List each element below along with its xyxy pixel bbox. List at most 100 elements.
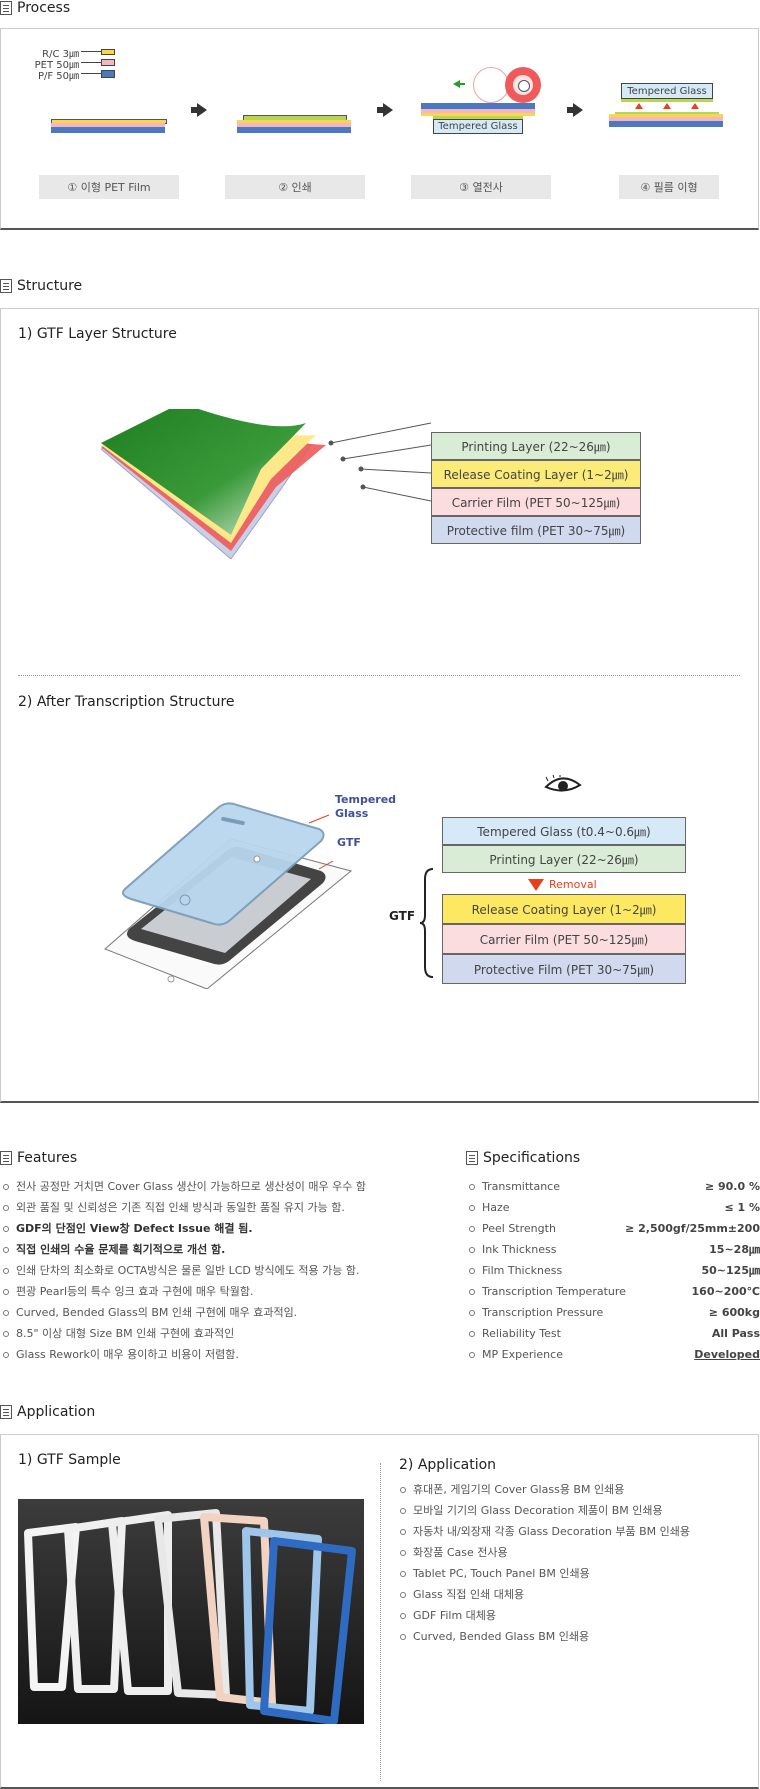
- spec-label: Transcription Pressure: [482, 1306, 604, 1319]
- process-panel: R/C 3㎛ PET 50㎛ P/F 50㎛ Tempered Glass: [0, 28, 759, 230]
- step-label: ③ 열전사: [411, 175, 551, 199]
- step-label: ① 이형 PET Film: [39, 175, 179, 199]
- arrow-icon: [191, 103, 207, 117]
- spec-item: Transcription Pressure ≥ 600kg: [466, 1302, 760, 1323]
- features-section-title: Features: [0, 1150, 77, 1166]
- document-icon: [0, 279, 12, 293]
- tempered-glass-callout: Tempered Glass: [335, 793, 397, 820]
- layer-protective: Protective film (PET 30~75㎛): [431, 516, 641, 544]
- up-arrow-icon: [691, 103, 699, 109]
- specifications-section-title: Specifications: [466, 1150, 580, 1166]
- features-list: 전사 공정만 거치면 Cover Glass 생산이 가능하므로 생산성이 매우…: [0, 1176, 450, 1365]
- application-panel: 1) GTF Sample 2) Application 휴대폰, 게임기의 C…: [0, 1434, 759, 1789]
- spec-label: Transmittance: [482, 1180, 560, 1193]
- gtf-sample-title: 1) GTF Sample: [18, 1452, 121, 1468]
- divider: [18, 675, 740, 676]
- spec-label: Ink Thickness: [482, 1243, 557, 1256]
- tempered-glass-box: Tempered Glass: [433, 119, 523, 134]
- spec-label: Film Thickness: [482, 1264, 563, 1277]
- application-item: 휴대폰, 게임기의 Cover Glass용 BM 인쇄용: [397, 1479, 757, 1500]
- after-layer-protective: Protective Film (PET 30~75㎛): [442, 954, 686, 984]
- step3-illustration: Tempered Glass: [421, 67, 551, 147]
- spec-item: Haze≤ 1 %: [466, 1197, 760, 1218]
- spec-label: Reliability Test: [482, 1327, 561, 1340]
- removal-label: Removal: [549, 878, 597, 891]
- up-arrow-icon: [663, 103, 671, 109]
- legend-pet: PET 50㎛: [34, 60, 79, 71]
- leader-lines: [328, 422, 432, 502]
- feature-item: Curved, Bended Glass의 BM 인쇄 구현에 매우 효과적임.: [0, 1302, 450, 1323]
- vertical-divider: [380, 1463, 381, 1781]
- specifications-list: Transmittance≥ 90.0 %Haze≤ 1 %Peel Stren…: [466, 1176, 760, 1365]
- spec-value: 50~125㎛: [701, 1264, 760, 1277]
- spec-value: ≥ 2,500gf/25mm±200: [625, 1222, 760, 1235]
- document-icon: [466, 1151, 478, 1165]
- spec-value: ≥ 600kg: [708, 1306, 760, 1319]
- layer-printing: Printing Layer (22~26㎛): [431, 432, 641, 460]
- feature-item: 8.5" 이상 대형 Size BM 인쇄 구현에 효과적인: [0, 1323, 450, 1344]
- spec-item: Peel Strength ≥ 2,500gf/25mm±200: [466, 1218, 760, 1239]
- tempered-glass-box: Tempered Glass: [621, 83, 713, 99]
- application-section-title: Application: [0, 1404, 95, 1420]
- after-layer-carrier: Carrier Film (PET 50~125㎛): [442, 924, 686, 954]
- structure-panel: 1) GTF Layer Structure Printing Layer (2…: [0, 308, 759, 1103]
- feature-item: 인쇄 단차의 최소화로 OCTA방식은 물론 일반 LCD 방식에도 적용 가능…: [0, 1260, 450, 1281]
- spec-label: Transcription Temperature: [482, 1285, 626, 1298]
- feature-item: 편광 Pearl등의 특수 잉크 효과 구현에 매우 탁월함.: [0, 1281, 450, 1302]
- gtf-layer-title: 1) GTF Layer Structure: [18, 326, 177, 342]
- layer-legend: R/C 3㎛ PET 50㎛ P/F 50㎛: [25, 45, 125, 85]
- spec-value: 15~28㎛: [709, 1243, 760, 1256]
- application-title: Application: [17, 1404, 96, 1420]
- arrow-icon: [377, 103, 393, 117]
- arrow-icon: [567, 103, 583, 117]
- feature-item: GDF의 단점인 View창 Defect Issue 해결 됨.: [0, 1218, 450, 1239]
- document-icon: [0, 1, 12, 15]
- spec-label: MP Experience: [482, 1348, 563, 1361]
- process-title: Process: [17, 0, 71, 16]
- spec-value: 160~200℃: [691, 1285, 760, 1298]
- step-label: ② 인쇄: [225, 175, 365, 199]
- spec-item: Transmittance ≥ 90.0 %: [466, 1176, 760, 1197]
- spec-item: Film Thickness 50~125㎛: [466, 1260, 760, 1281]
- spec-value: All Pass: [711, 1327, 760, 1340]
- spec-label: Peel Strength: [482, 1222, 556, 1235]
- layer-diagram: [101, 409, 326, 559]
- application-item: Curved, Bended Glass BM 인쇄용: [397, 1626, 757, 1647]
- step-label: ④ 필름 이형: [619, 175, 719, 199]
- features-title: Features: [17, 1150, 78, 1166]
- application-item: Glass 직접 인쇄 대체용: [397, 1584, 757, 1605]
- phone-illustration: [104, 802, 353, 989]
- document-icon: [0, 1151, 12, 1165]
- application-item: Tablet PC, Touch Panel BM 인쇄용: [397, 1563, 757, 1584]
- feature-item: Glass Rework이 매우 용이하고 비용이 저렴함.: [0, 1344, 450, 1365]
- spec-value: Developed: [694, 1348, 760, 1361]
- gtf-callout: GTF: [337, 836, 361, 849]
- spec-item: MP Experience Developed: [466, 1344, 760, 1365]
- spec-item: Reliability Test All Pass: [466, 1323, 760, 1344]
- feature-item: 전사 공정만 거치면 Cover Glass 생산이 가능하므로 생산성이 매우…: [0, 1176, 450, 1197]
- spec-value: ≤ 1 %: [724, 1201, 760, 1214]
- application-subtitle: 2) Application: [399, 1457, 497, 1473]
- document-icon: [0, 1405, 12, 1419]
- green-arrow-icon: [453, 80, 460, 88]
- gtf-bracket-label: GTF: [389, 909, 416, 923]
- after-layer-release: Release Coating Layer (1~2㎛): [442, 894, 686, 924]
- specifications-title: Specifications: [483, 1150, 581, 1166]
- feature-item: 외관 품질 및 신뢰성은 기존 직접 인쇄 방식과 동일한 품질 유지 가능 함…: [0, 1197, 450, 1218]
- spec-item: Transcription Temperature 160~200℃: [466, 1281, 760, 1302]
- step1-film: [51, 119, 167, 135]
- spec-item: Ink Thickness 15~28㎛: [466, 1239, 760, 1260]
- application-item: 모바일 기기의 Glass Decoration 제품이 BM 인쇄용: [397, 1500, 757, 1521]
- legend-pf: P/F 50㎛: [37, 71, 79, 82]
- feature-item: 직접 인쇄의 수율 문제를 획기적으로 개선 함.: [0, 1239, 450, 1260]
- step4-illustration: Tempered Glass: [609, 83, 727, 133]
- structure-title: Structure: [17, 278, 83, 294]
- application-item: GDF Film 대체용: [397, 1605, 757, 1626]
- spec-value: ≥ 90.0 %: [704, 1180, 760, 1193]
- legend-rc: R/C 3㎛: [42, 49, 79, 60]
- step2-film: [237, 115, 351, 135]
- after-transcription-title: 2) After Transcription Structure: [18, 694, 235, 710]
- process-section-title: Process: [0, 0, 70, 16]
- eye-icon: [544, 775, 582, 792]
